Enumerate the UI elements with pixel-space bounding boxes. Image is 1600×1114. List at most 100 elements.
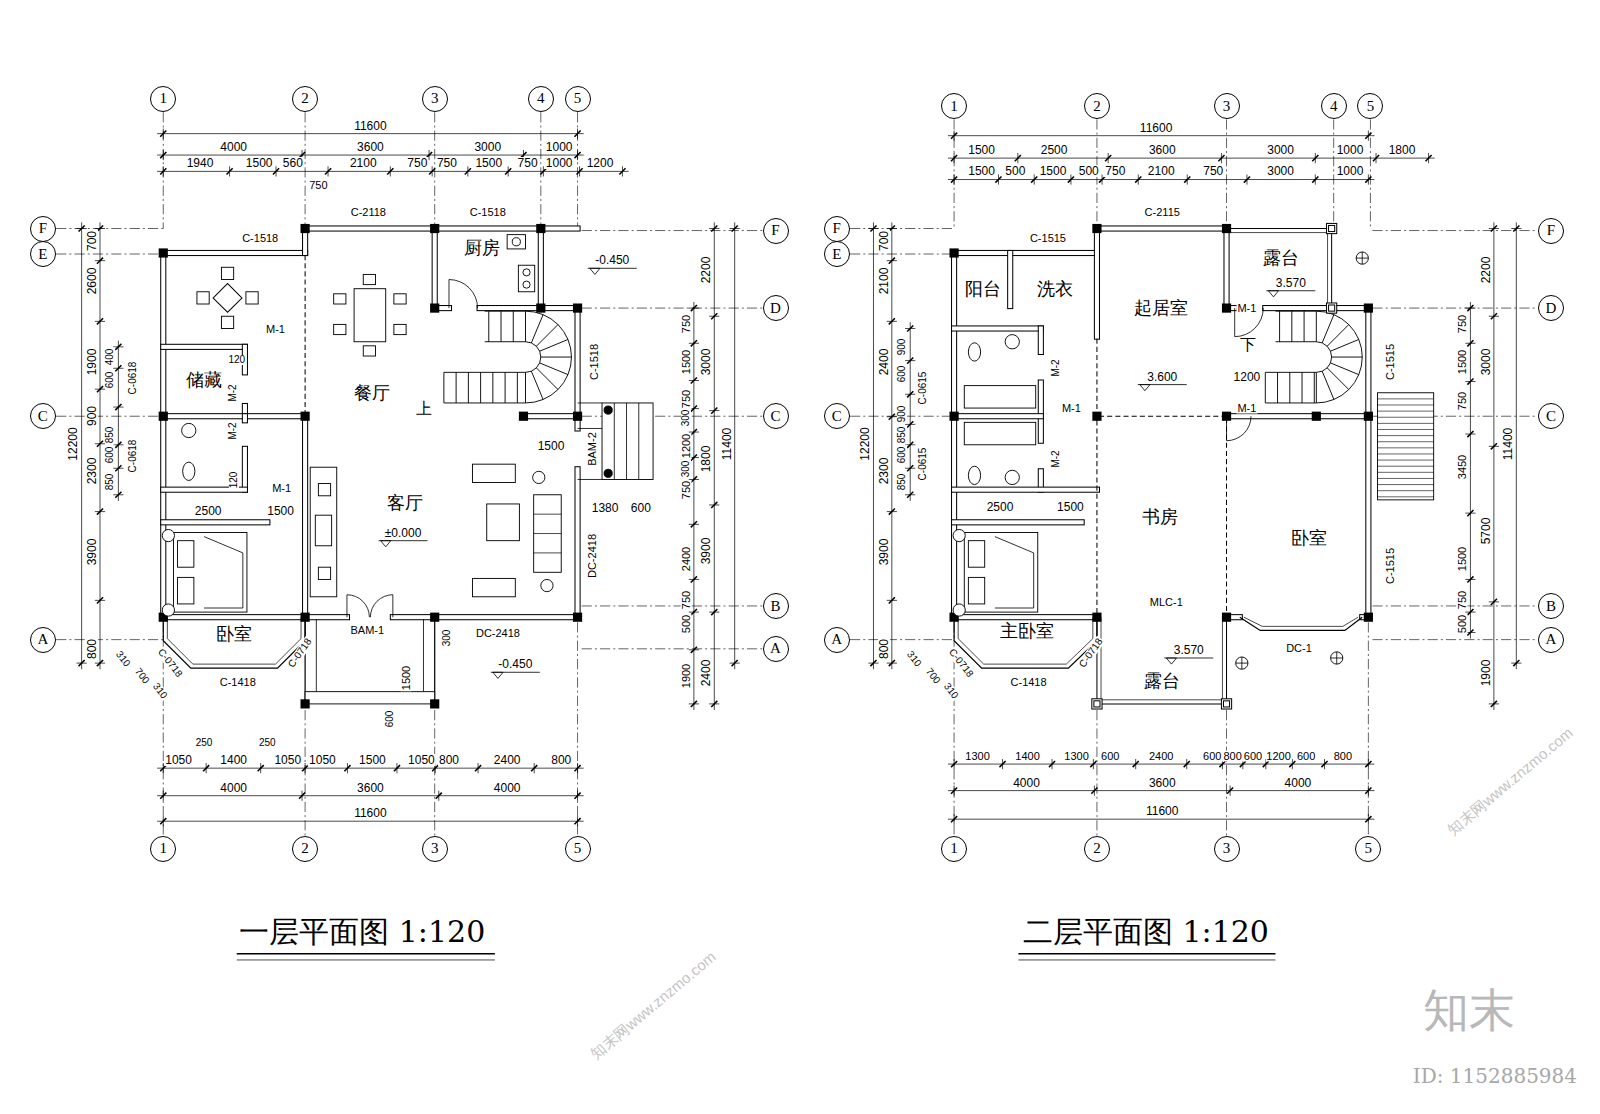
room-name: 厨房 [463, 239, 501, 257]
dimension-text: 3600 [356, 782, 385, 794]
dimension-text: 2200 [1480, 256, 1492, 285]
axis-bubble: 3 [1214, 93, 1240, 119]
dimension-tick [387, 168, 393, 174]
dimension-text: 2300 [878, 457, 890, 486]
outdoor-steps [602, 403, 653, 480]
dimension-line [948, 135, 1375, 136]
wall [1008, 250, 1013, 308]
wall [952, 414, 1044, 419]
dimension-text: 1900 [86, 348, 98, 377]
wall [161, 520, 270, 525]
dimension-tick [1219, 761, 1225, 767]
room-name: 卧室 [215, 625, 253, 643]
dimension-tick [227, 168, 233, 174]
dimension-tick [732, 660, 738, 666]
dimension-tick [711, 225, 717, 231]
sofa [534, 533, 562, 534]
dimension-tick [531, 765, 537, 771]
dimension-text: 700 [132, 665, 151, 686]
axis-bubble: C [1538, 403, 1564, 429]
wall [952, 520, 1085, 525]
axis-number: 2 [301, 841, 309, 856]
axis-line [582, 308, 763, 309]
dimension-tick [160, 793, 166, 799]
dimension-text: 1500 [1039, 165, 1068, 177]
axis-bubble: A [763, 636, 789, 662]
dimension-line [1493, 222, 1494, 710]
column [301, 412, 310, 421]
axis-number: 4 [1330, 99, 1338, 114]
wall [952, 615, 1100, 620]
dimension-tick [889, 597, 895, 603]
step-tread [626, 403, 627, 480]
dimension-text: 3000 [473, 141, 502, 153]
title-underline [1018, 959, 1275, 960]
dimension-line [948, 764, 1375, 765]
axis-bubble: F [1538, 218, 1564, 244]
chair [221, 316, 233, 328]
room-name: 阳台 [964, 280, 1002, 298]
axis-number: 1 [950, 841, 958, 856]
dimension-tick [1467, 629, 1473, 635]
axis-bubble: 1 [941, 836, 967, 862]
dimension-text: 750 [436, 157, 458, 169]
column [573, 412, 582, 421]
dimension-tick [97, 441, 103, 447]
sink [507, 235, 525, 249]
dimension-tick [951, 816, 957, 822]
dimension-text: 750 [1457, 314, 1468, 334]
dimension-line [948, 790, 1375, 791]
room-name: 餐厅 [353, 384, 391, 402]
step-tread [1378, 496, 1434, 497]
dimension-text: 900 [897, 405, 907, 424]
axis-line [1372, 639, 1537, 640]
dimension-tick [732, 225, 738, 231]
axis-number: 3 [1223, 99, 1231, 114]
dimension-tick [711, 502, 717, 508]
dimension-text: 3450 [1457, 454, 1468, 480]
column [430, 224, 439, 233]
dimension-text: 2100 [349, 157, 378, 169]
post [604, 406, 612, 414]
step-tread [1378, 478, 1434, 479]
axis-number: F [39, 221, 47, 236]
wall [538, 226, 543, 311]
axis-number: A [37, 632, 48, 647]
dimension-text: 11400 [1502, 427, 1514, 461]
sofa [472, 464, 515, 482]
dimension-tick [691, 305, 697, 311]
opening-code: C-0718 [286, 636, 314, 670]
stove [523, 281, 530, 288]
dimension-tick [1365, 761, 1371, 767]
dimension-text: 800 [1222, 751, 1242, 762]
dimension-tick [1365, 133, 1371, 139]
landing-edge [578, 479, 602, 480]
dimension-text: 2500 [194, 505, 223, 517]
elevation-mark: ±0.000 [384, 527, 423, 539]
step-tread [638, 403, 639, 480]
watermark: 知末网www.znzmo.com [587, 948, 719, 1062]
dimension-text: 850 [897, 472, 907, 491]
column [1364, 303, 1373, 312]
dimension-text: 2400 [680, 546, 691, 572]
axis-number: 3 [431, 841, 439, 856]
dimension-tick [79, 660, 85, 666]
opening-code: M-2 [1051, 359, 1061, 378]
column [949, 248, 958, 257]
pillow [178, 577, 194, 604]
axis-bubble: 2 [292, 836, 318, 862]
step-tread [1378, 466, 1434, 467]
dimension-text: 3600 [356, 141, 385, 153]
dimension-tick [574, 152, 580, 158]
dimension-tick [299, 793, 305, 799]
axis-bubble: B [1538, 593, 1564, 619]
chair [334, 324, 346, 334]
axis-bubble: 5 [565, 836, 591, 862]
opening-code: MLC-1 [1149, 597, 1184, 608]
dimension-tick [619, 168, 625, 174]
dimension-text: 4000 [1012, 777, 1041, 789]
room-name: 上 [415, 401, 433, 417]
chair [394, 294, 406, 304]
axis-bubble: A [1538, 627, 1564, 653]
axis-mark [1336, 652, 1337, 664]
